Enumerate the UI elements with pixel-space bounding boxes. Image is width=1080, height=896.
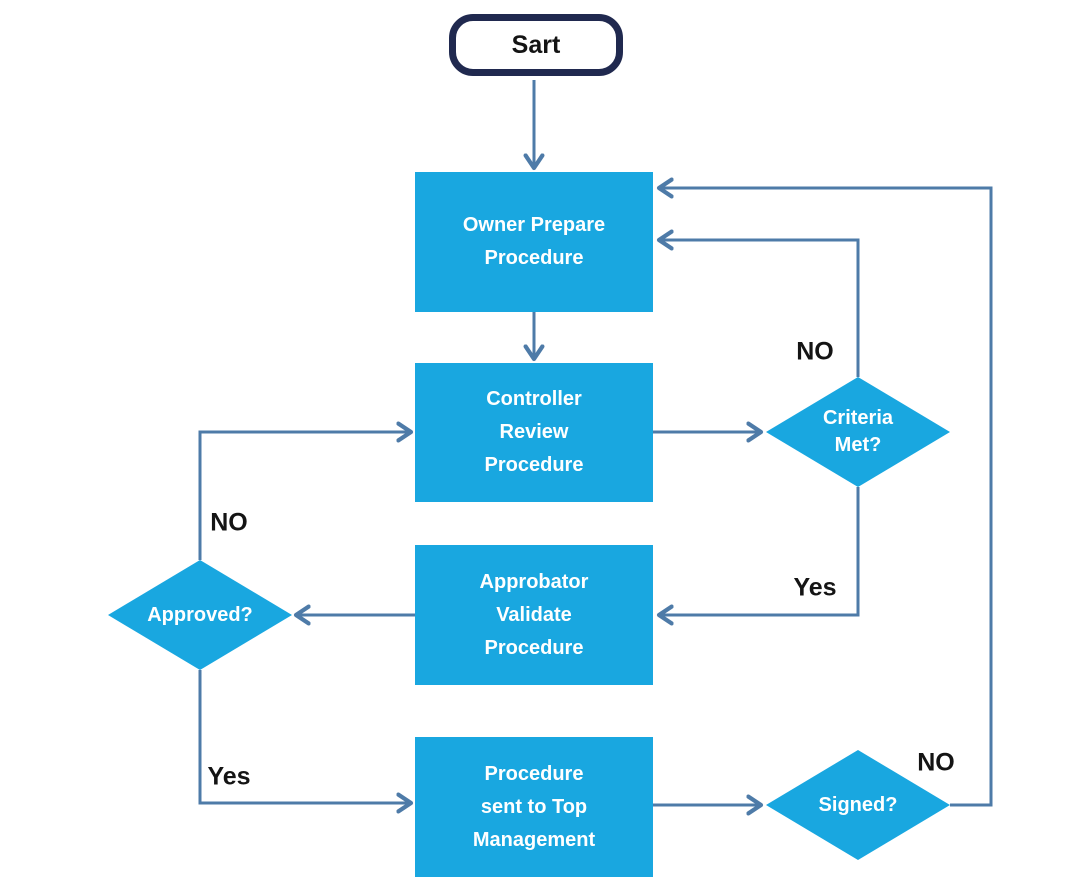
edge-label-criteria-no: NO <box>796 337 834 366</box>
process-node-procedure-top-management: Procedure sent to Top Management <box>415 737 653 877</box>
edge-criteria-yes-to-approbator <box>656 487 860 626</box>
process-node-line: Controller <box>486 388 582 410</box>
process-node-line: Procedure <box>484 247 584 269</box>
start-node: Sart <box>449 14 623 76</box>
process-node-line: Owner Prepare <box>462 214 606 236</box>
process-node-line: Procedure <box>484 454 584 476</box>
edge-approved-yes-to-management <box>198 670 414 814</box>
process-node-owner-prepare: Owner Prepare Procedure <box>415 172 653 312</box>
process-node-line: Review <box>499 421 569 443</box>
process-node-line: sent to Top <box>480 795 588 818</box>
decision-node-line: Approved? <box>147 603 253 626</box>
process-node-line: Approbator <box>479 570 589 593</box>
start-node-label: Sart <box>511 30 561 59</box>
edge-label-approved-no: NO <box>210 508 248 537</box>
process-node-line: Procedure <box>484 762 584 785</box>
edge-label-criteria-yes: Yes <box>793 573 837 602</box>
process-node-line: Procedure <box>484 636 584 659</box>
process-node-line: Validate <box>496 603 572 626</box>
decision-node-line: Criteria <box>822 407 894 429</box>
process-node-line: Management <box>472 828 596 851</box>
edge-approved-no-to-controller <box>198 421 414 560</box>
edge-label-approved-yes: Yes <box>207 762 251 791</box>
edge-criteria-no-to-owner <box>656 229 860 377</box>
process-node-approbator-validate: Approbator Validate Procedure <box>415 545 653 685</box>
decision-node-line: Met? <box>834 434 882 456</box>
process-node-controller-review: Controller Review Procedure <box>415 363 653 502</box>
decision-node-line: Signed? <box>818 793 898 816</box>
edge-signed-no-to-owner <box>656 177 993 807</box>
edge-label-signed-no: NO <box>917 748 955 777</box>
